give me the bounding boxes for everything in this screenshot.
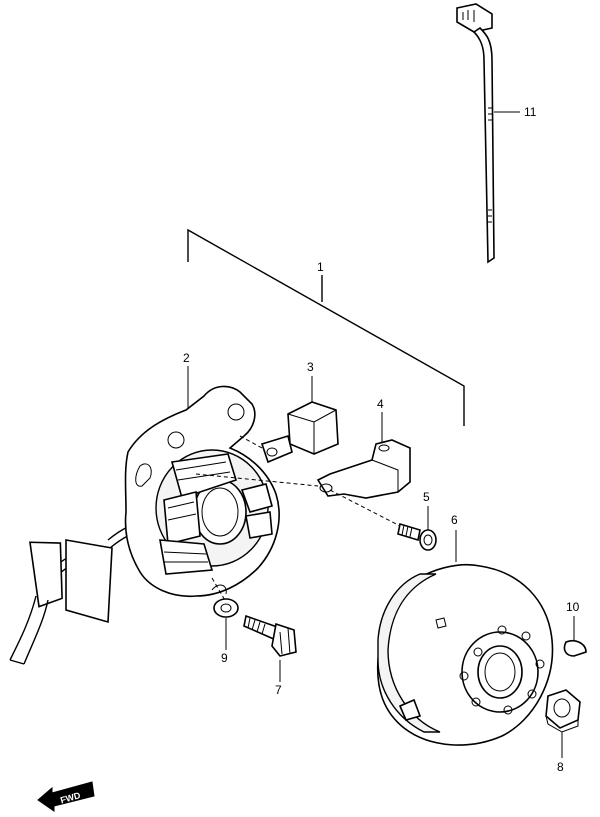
- callout-10: 10: [566, 600, 580, 614]
- guide-line-a: [239, 435, 263, 449]
- callout-6: 6: [451, 513, 458, 527]
- forward-direction-arrow: FWD: [37, 781, 95, 812]
- callout-3: 3: [307, 360, 314, 374]
- callout-11: 11: [524, 105, 537, 119]
- screw-part[interactable]: [397, 522, 437, 551]
- callout-5: 5: [423, 490, 430, 504]
- pulser-coil-part[interactable]: [260, 401, 339, 464]
- assembly-bracket-1: [187, 228, 465, 426]
- wire-harness-part[interactable]: [9, 521, 145, 665]
- washer-part[interactable]: [213, 598, 239, 618]
- flywheel-rotor-part[interactable]: [376, 564, 554, 746]
- callout-7: 7: [275, 683, 282, 697]
- bolt-part[interactable]: [243, 614, 297, 657]
- stator-coil-part[interactable]: [155, 449, 273, 575]
- callout-4: 4: [377, 397, 384, 411]
- callout-9: 9: [221, 651, 228, 665]
- callout-8: 8: [557, 760, 564, 774]
- woodruff-key-part[interactable]: [563, 639, 587, 657]
- mounting-bracket-part[interactable]: [316, 439, 411, 499]
- callout-2: 2: [183, 351, 190, 365]
- nut-part[interactable]: [545, 689, 581, 733]
- guide-line-d: [211, 577, 227, 603]
- callout-1: 1: [317, 260, 324, 274]
- cable-tie-part[interactable]: [456, 3, 495, 264]
